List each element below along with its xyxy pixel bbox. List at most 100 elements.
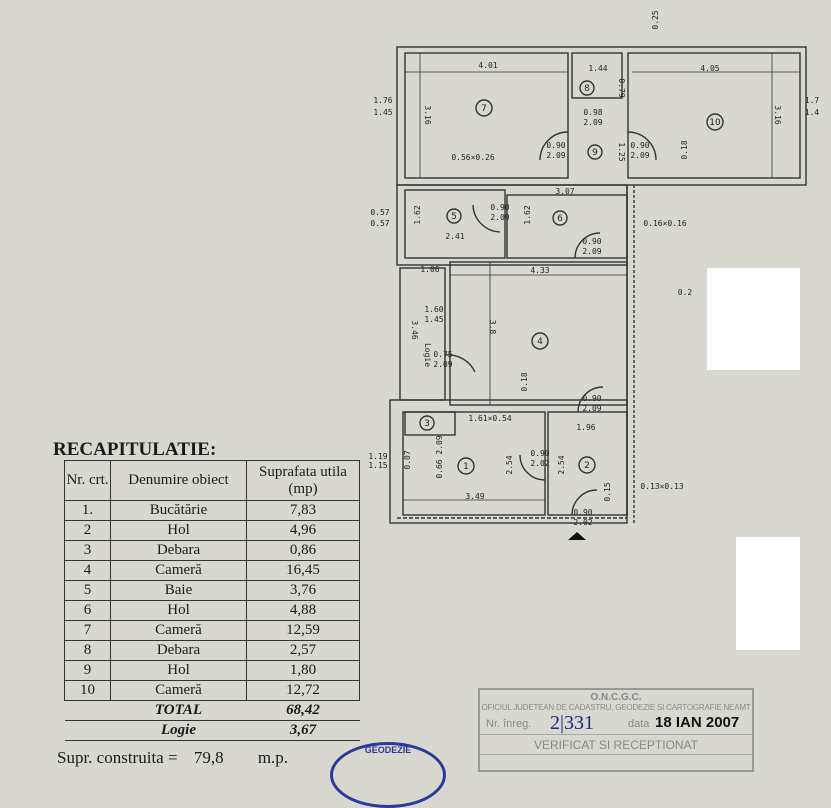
built-area: Supr. construita = 79,8 m.p.: [57, 748, 288, 768]
svg-text:0.66 2.09: 0.66 2.09: [435, 435, 444, 479]
cell-nr: 9: [64, 660, 111, 681]
svg-text:1.60: 1.60: [424, 305, 443, 314]
svg-text:3.8: 3.8: [488, 320, 497, 335]
cell-nr: 8: [64, 640, 111, 661]
total-label: TOTAL: [110, 700, 247, 721]
cell-name: Hol: [110, 520, 247, 541]
cell-area: 3,76: [246, 580, 360, 601]
room-labels: 7 8 9 10 5 6 4 3 1 2: [419, 80, 724, 475]
svg-text:3.16: 3.16: [423, 105, 432, 124]
seal-text: GEODEZIE: [364, 745, 412, 755]
cell-area: 7,83: [246, 500, 360, 521]
room-5: 5: [446, 208, 462, 224]
cell-nr: 6: [64, 600, 111, 621]
svg-text:0.18: 0.18: [520, 372, 529, 391]
svg-text:0.79: 0.79: [617, 78, 626, 97]
svg-text:2.54: 2.54: [505, 455, 514, 474]
svg-text:0.90: 0.90: [582, 394, 601, 403]
cell-nr: 5: [64, 580, 111, 601]
svg-text:1.96: 1.96: [576, 423, 595, 432]
svg-text:2.09: 2.09: [583, 118, 602, 127]
svg-text:1.15: 1.15: [368, 461, 387, 470]
recap-title: RECAPITULATIE:: [53, 439, 217, 460]
svg-text:0.57: 0.57: [370, 219, 389, 228]
built-area-value: 79,8: [193, 748, 224, 767]
cell-name: Cameră: [110, 680, 247, 701]
svg-text:0.90: 0.90: [546, 141, 565, 150]
room-7: 7: [475, 99, 493, 117]
room-8: 8: [579, 80, 595, 96]
svg-text:2.09: 2.09: [582, 404, 601, 413]
svg-text:4.05: 4.05: [700, 64, 719, 73]
cell-area: 4,96: [246, 520, 360, 541]
svg-text:0.16×0.16: 0.16×0.16: [643, 219, 687, 228]
svg-text:0.90: 0.90: [630, 141, 649, 150]
svg-text:4: 4: [537, 337, 543, 347]
svg-text:1.62: 1.62: [413, 205, 422, 224]
svg-text:4.33: 4.33: [530, 266, 549, 275]
svg-text:2: 2: [584, 461, 590, 471]
cell-area: 16,45: [246, 560, 360, 581]
cell-area: 1,80: [246, 660, 360, 681]
room-9: 9: [587, 144, 603, 160]
cell-area: 4,88: [246, 600, 360, 621]
svg-text:6: 6: [557, 214, 563, 224]
room-2: 2: [578, 456, 596, 474]
svg-text:0.98: 0.98: [583, 108, 602, 117]
stamp-verified: VERIFICAT SI RECEPTIONAT: [533, 738, 699, 752]
svg-text:2.02: 2.02: [573, 518, 592, 527]
room-1: 1: [457, 457, 475, 475]
cell-nr: 7: [64, 620, 111, 641]
recap-table: Nr. crt. Denumire obiect Suprafata utila…: [64, 460, 360, 741]
cell-area: 12,72: [246, 680, 360, 701]
svg-text:3.46: 3.46: [410, 320, 419, 339]
svg-text:3: 3: [424, 419, 430, 429]
svg-text:1.4: 1.4: [805, 108, 820, 117]
room-4: 4: [531, 332, 549, 350]
stamp-date-value: 18 IAN 2007: [655, 714, 740, 731]
svg-text:1.25: 1.25: [617, 142, 626, 161]
svg-text:2.09: 2.09: [630, 151, 649, 160]
svg-text:1.76: 1.76: [373, 96, 392, 105]
svg-text:2.09: 2.09: [582, 247, 601, 256]
stamp-org: O.N.C.G.C.: [590, 692, 642, 703]
svg-text:4.01: 4.01: [478, 61, 497, 70]
svg-text:0.18: 0.18: [680, 140, 689, 159]
room-6: 6: [552, 210, 568, 226]
svg-text:0.90: 0.90: [573, 508, 592, 517]
header-area: Suprafata utila (mp): [246, 460, 360, 501]
stamp-divider: [480, 754, 752, 755]
cell-nr: 2: [64, 520, 111, 541]
svg-text:0.90: 0.90: [490, 203, 509, 212]
cell-name: Debara: [110, 640, 247, 661]
header-name: Denumire obiect: [110, 460, 247, 501]
stamp-date-label: data: [628, 718, 650, 730]
cell-name: Hol: [110, 660, 247, 681]
official-seal: GEODEZIE: [330, 742, 446, 808]
cell-area: 0,86: [246, 540, 360, 561]
svg-text:1.61×0.54: 1.61×0.54: [468, 414, 512, 423]
svg-text:1.06: 1.06: [420, 265, 439, 274]
svg-text:2.09: 2.09: [546, 151, 565, 160]
svg-text:8: 8: [584, 84, 590, 94]
cell-name: Hol: [110, 600, 247, 621]
svg-text:0.90: 0.90: [582, 237, 601, 246]
svg-text:9: 9: [592, 148, 598, 158]
svg-text:2.09: 2.09: [433, 360, 452, 369]
svg-text:7: 7: [481, 104, 487, 114]
stamp-office: OFICIUL JUDETEAN DE CADASTRU, GEODEZIE S…: [481, 703, 751, 712]
svg-text:0.15: 0.15: [603, 482, 612, 501]
svg-text:1.7: 1.7: [805, 96, 820, 105]
svg-text:3.07: 3.07: [555, 187, 574, 196]
svg-text:2.02: 2.02: [530, 459, 549, 468]
svg-text:0.57: 0.57: [370, 208, 389, 217]
cell-nr: 3: [64, 540, 111, 561]
svg-text:5: 5: [451, 212, 457, 222]
redaction-block: [736, 537, 800, 650]
redaction-block: [707, 268, 800, 370]
